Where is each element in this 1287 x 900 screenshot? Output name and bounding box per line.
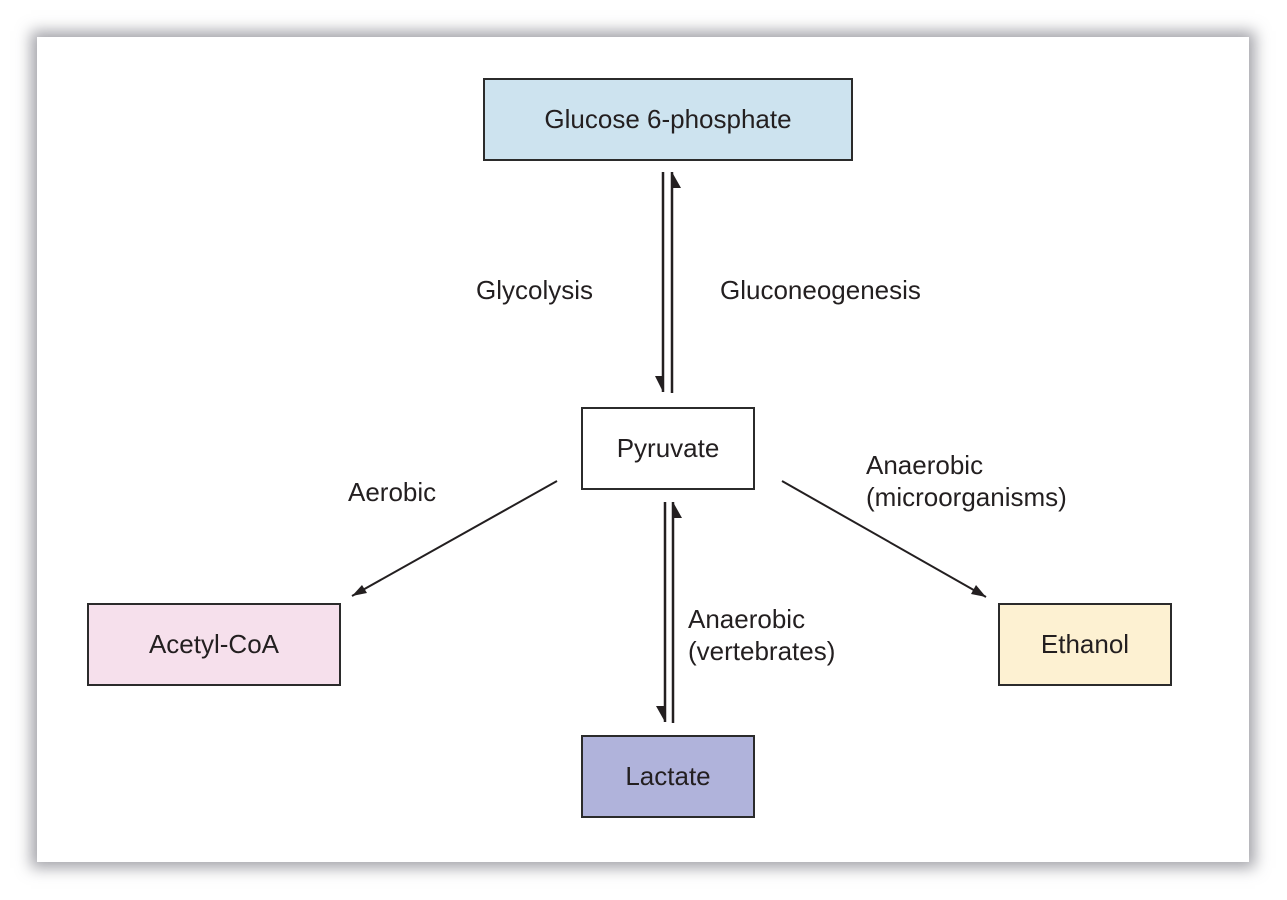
glycolysis-label: Glycolysis	[476, 275, 594, 305]
lactate-to-pyruvate-arrow	[671, 502, 682, 723]
acetyl-coa-label: Acetyl-CoA	[148, 629, 280, 659]
anaerobic-microorganisms-arrow	[781, 480, 987, 598]
glucose-6-phosphate-node: Glucose 6-phosphate	[483, 78, 853, 161]
anaerobic-vertebrates-line1: Anaerobic	[688, 604, 806, 634]
anaerobic-vertebrates-line2: (vertebrates)	[688, 636, 836, 666]
glycolysis-arrow	[655, 172, 665, 392]
aerobic-label: Aerobic	[348, 477, 437, 507]
ethanol-node: Ethanol	[998, 603, 1172, 686]
aerobic-arrow	[351, 480, 558, 597]
pyruvate-node: Pyruvate	[581, 407, 755, 490]
pyruvate-label: Pyruvate	[616, 433, 720, 463]
pyruvate-to-lactate-arrow	[656, 502, 667, 722]
anaerobic-microorganisms-label: Anaerobic (microorganisms)	[866, 449, 1067, 513]
glucose-6-phosphate-label: Glucose 6-phosphate	[544, 104, 792, 134]
anaerobic-microorganisms-line1: Anaerobic	[866, 450, 984, 480]
lactate-node: Lactate	[581, 735, 755, 818]
ethanol-label: Ethanol	[1040, 629, 1130, 659]
anaerobic-microorganisms-line2: (microorganisms)	[866, 482, 1067, 512]
gluconeogenesis-label: Gluconeogenesis	[720, 275, 921, 305]
anaerobic-vertebrates-label: Anaerobic (vertebrates)	[688, 603, 835, 667]
acetyl-coa-node: Acetyl-CoA	[87, 603, 341, 686]
gluconeogenesis-arrow	[670, 172, 681, 393]
lactate-label: Lactate	[625, 761, 711, 791]
